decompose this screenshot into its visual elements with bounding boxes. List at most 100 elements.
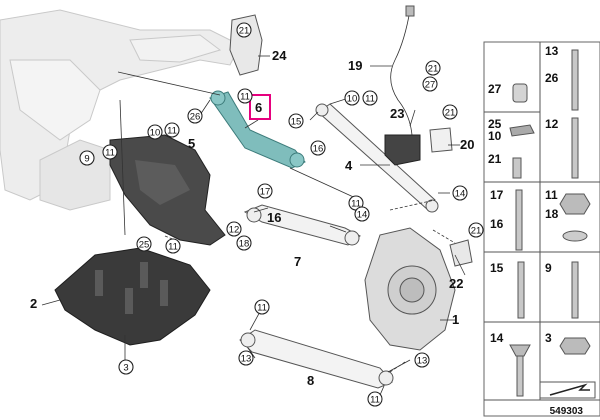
legend-16: 16 [490,217,504,231]
legend-25: 25 [488,117,502,131]
callout-18: 18 [236,235,252,251]
callout-21b: 21 [425,60,441,76]
svg-text:11: 11 [167,126,177,137]
fastener-legend: 27 25 10 21 13 26 12 17 16 11 18 15 9 14… [483,41,600,417]
legend-13: 13 [545,44,559,58]
part-20-clip [429,127,453,153]
callout-11g: 11 [254,299,270,315]
legend-3: 3 [545,331,552,345]
label-6: 6 [255,100,262,115]
svg-text:11: 11 [240,92,250,103]
callout-16: 16 [310,140,326,156]
svg-text:13: 13 [417,356,428,367]
part-22-bracket [449,239,473,267]
svg-text:21: 21 [471,226,482,237]
callout-3: 3 [118,359,134,375]
callout-13b: 13 [414,352,430,368]
legend-12: 12 [545,117,559,131]
svg-text:16: 16 [313,144,324,155]
callout-25: 25 [136,236,152,252]
svg-text:10: 10 [347,94,358,105]
callout-group: 9 10 11 11 11 26 16 10 11 15 21 21 27 21… [79,22,484,407]
legend-26: 26 [545,71,559,85]
svg-text:11: 11 [168,242,178,253]
callout-12: 12 [226,221,242,237]
leader-lines [41,55,466,396]
callout-10b: 10 [344,90,360,106]
label-23: 23 [390,106,404,121]
svg-text:3: 3 [123,363,128,374]
callout-21d: 21 [468,222,484,238]
svg-text:17: 17 [260,187,271,198]
highlight-box [249,94,271,120]
svg-text:11: 11 [105,148,115,159]
label-8: 8 [307,373,314,388]
label-2: 2 [30,296,37,311]
callout-26: 26 [187,108,203,124]
part-1-wheel-carrier [364,227,456,351]
legend-27: 27 [488,82,502,96]
legend-21: 21 [488,152,502,166]
callout-9: 9 [79,150,95,166]
callout-27: 27 [422,76,438,92]
label-16: 16 [267,210,281,225]
label-5: 5 [188,136,195,151]
svg-text:27: 27 [425,80,436,91]
svg-text:12: 12 [229,225,240,236]
label-24: 24 [272,48,287,63]
callout-17: 17 [257,183,273,199]
svg-text:18: 18 [239,239,250,250]
part-23-bracket [384,134,421,166]
svg-text:25: 25 [139,240,150,251]
label-4: 4 [345,158,353,173]
label-1: 1 [452,312,459,327]
legend-15: 15 [490,261,504,275]
legend-18: 18 [545,207,559,221]
svg-text:9: 9 [84,154,89,165]
callout-11h: 11 [367,391,383,407]
part-2-underbody-panel [54,247,211,346]
callout-21c: 21 [442,104,458,120]
part-labels: 5 6 4 7 8 1 2 19 20 23 24 22 16 [30,48,474,388]
legend-11: 11 [545,188,558,202]
label-22: 22 [449,276,463,291]
callout-14b: 14 [354,206,370,222]
callout-11a: 11 [164,122,180,138]
diagram-code: 549303 [550,406,584,417]
svg-text:26: 26 [190,112,201,123]
svg-text:10: 10 [150,128,161,139]
label-7: 7 [294,254,301,269]
callout-10a: 10 [147,124,163,140]
legend-17: 17 [490,188,504,202]
callout-11d: 11 [362,90,378,106]
part-6-control-arm [209,90,306,169]
svg-text:15: 15 [291,117,302,128]
svg-text:11: 11 [351,199,361,210]
callout-13a: 13 [238,350,254,366]
legend-14: 14 [490,331,504,345]
callout-21a: 21 [236,22,252,38]
callout-14a: 14 [452,185,468,201]
svg-text:21: 21 [428,64,439,75]
svg-text:21: 21 [239,26,250,37]
svg-text:11: 11 [370,395,380,406]
callout-15: 15 [288,113,304,129]
label-20: 20 [460,137,474,152]
part-19-sensor-cable [390,5,415,136]
callout-11c: 11 [237,88,253,104]
svg-text:14: 14 [357,210,368,221]
callout-11f: 11 [165,238,181,254]
svg-text:21: 21 [445,108,456,119]
callout-11b: 11 [102,144,118,160]
part-8-guide-arm [239,329,394,389]
part-7-lower-control-arm [243,204,361,246]
part-5-wheel-carrier-arm [109,134,226,246]
svg-text:11: 11 [257,303,267,314]
svg-text:13: 13 [241,354,252,365]
legend-10: 10 [488,129,502,143]
legend-9: 9 [545,261,552,275]
label-19: 19 [348,58,362,73]
svg-text:11: 11 [365,94,375,105]
svg-text:14: 14 [455,189,466,200]
